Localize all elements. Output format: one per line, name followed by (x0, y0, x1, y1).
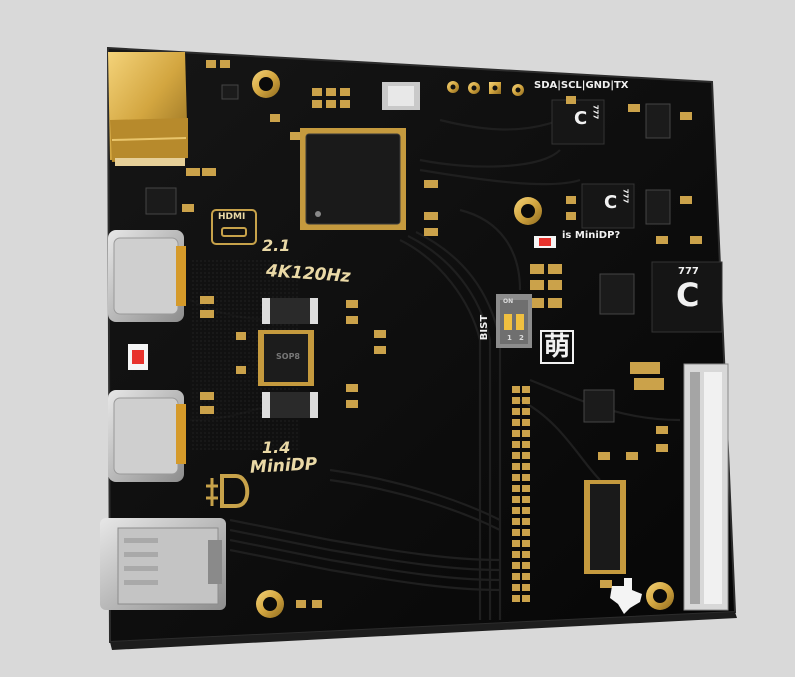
mounting-holes (252, 70, 674, 618)
passive-component (522, 408, 530, 415)
displayport-icon (206, 474, 250, 508)
passive-component (512, 397, 520, 404)
hdmi-connector (108, 52, 188, 166)
inductor-marking-1: 777 (591, 104, 600, 120)
usb-c-connector-bottom (108, 390, 186, 482)
inductor-letter-1: C (574, 108, 588, 129)
inductor-letter-3: C (676, 276, 700, 314)
dip-position-1: 1 (507, 334, 512, 342)
passive-component (522, 562, 530, 569)
minidp-connector (100, 518, 226, 610)
passive-component (522, 386, 530, 393)
passive-component (522, 485, 530, 492)
dip-position-2: 2 (519, 334, 524, 342)
passive-component (512, 573, 520, 580)
passive-component (522, 463, 530, 470)
mode-question-label: is MiniDP? (562, 230, 621, 241)
passive-component (522, 518, 530, 525)
sop8-chip (258, 330, 314, 386)
passive-component (522, 496, 530, 503)
hdmi-badge-text: HDMI (218, 212, 246, 222)
passive-component (522, 551, 530, 558)
main-qfp-chip (300, 128, 406, 230)
passive-component (512, 507, 520, 514)
pcb-traces (189, 118, 681, 620)
passive-component (522, 474, 530, 481)
dip-switch (496, 294, 532, 348)
passive-component (512, 430, 520, 437)
header-pins (447, 81, 524, 96)
texas-state-icon (610, 578, 642, 614)
passive-component (512, 419, 520, 426)
oscillator (382, 82, 420, 110)
passive-component (512, 474, 520, 481)
leds (128, 236, 556, 370)
passive-component (522, 419, 530, 426)
ic-marking-label: SOP8 (276, 352, 300, 361)
pcb-edge (110, 612, 737, 650)
passive-component (512, 551, 520, 558)
passive-component (522, 397, 530, 404)
dp-name-label: MiniDP (249, 454, 318, 478)
dip-switch-label: BIST (479, 314, 491, 341)
diodes (262, 298, 318, 418)
passive-component (512, 386, 520, 393)
cute-glyph-label: 萌 (540, 330, 575, 364)
header-pins-label: SDA|SCL|GND|TX (534, 80, 629, 91)
passive-component (512, 540, 520, 547)
dip-on-label: ON (503, 298, 514, 305)
passive-component (512, 441, 520, 448)
inductor-marking-2: 777 (621, 188, 630, 204)
passive-component (512, 518, 520, 525)
passive-component (522, 529, 530, 536)
passive-component (512, 408, 520, 415)
hdmi-badge (211, 209, 257, 245)
passive-component (512, 529, 520, 536)
passive-component (522, 573, 530, 580)
passive-component (522, 507, 530, 514)
passive-column (512, 386, 530, 602)
passive-component (512, 452, 520, 459)
usb-c-connector-top (108, 230, 186, 322)
passive-component (512, 584, 520, 591)
passive-component (512, 485, 520, 492)
passive-component (522, 584, 530, 591)
inductor-letter-2: C (604, 192, 618, 213)
dp-version-label: 1.4 (262, 438, 291, 457)
passive-component (522, 430, 530, 437)
inductors (551, 99, 723, 333)
passive-component (522, 595, 530, 602)
hdmi-version-label: 2.1 (262, 236, 291, 255)
passive-component (512, 463, 520, 470)
tssop-chip (584, 480, 626, 574)
small-ics (145, 84, 671, 423)
inductor-marking-3: 777 (678, 266, 699, 277)
passive-component (512, 496, 520, 503)
passive-component (522, 441, 530, 448)
passive-component (522, 452, 530, 459)
passive-component (522, 540, 530, 547)
passive-component (512, 562, 520, 569)
fpc-connector (683, 363, 729, 611)
passive-component (512, 595, 520, 602)
passive-components (182, 60, 702, 608)
